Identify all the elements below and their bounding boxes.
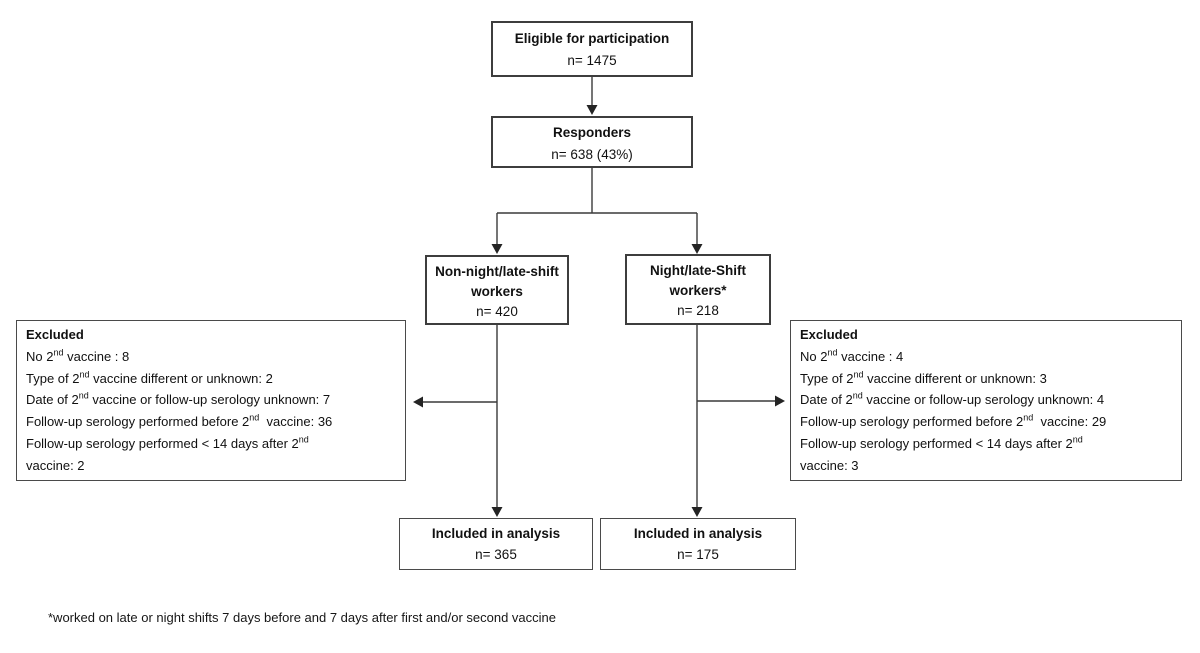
arrowhead-down-icon: [691, 507, 703, 517]
item-text: vaccine: 2: [26, 457, 85, 473]
item-text: vaccine different or unknown: 2: [89, 370, 273, 386]
item-text: vaccine different or unknown: 3: [863, 370, 1047, 386]
item-text: Type of 2: [800, 370, 854, 386]
node-included-left: Included in analysis n= 365: [399, 518, 593, 570]
excluded-right-item-2: Type of 2nd vaccine different or unknown…: [800, 368, 1172, 390]
node-night-shift-workers: Night/late-Shift workers* n= 218: [625, 254, 771, 325]
node-non-night-count: n= 420: [476, 304, 518, 319]
item-text: Follow-up serology performed < 14 days a…: [26, 435, 299, 451]
arrowhead-down-icon: [491, 244, 503, 254]
excluded-right-item-1: No 2nd vaccine : 4: [800, 346, 1172, 368]
superscript-ordinal: nd: [827, 347, 838, 358]
included-left-title: Included in analysis: [431, 526, 561, 541]
excluded-right-item-3: Date of 2nd vaccine or follow-up serolog…: [800, 389, 1172, 411]
item-text: vaccine or follow-up serology unknown: 7: [88, 392, 331, 408]
item-text: vaccine : 8: [63, 348, 130, 364]
item-text: Follow-up serology performed before 2: [800, 414, 1024, 430]
excluded-right-item-4: Follow-up serology performed before 2nd …: [800, 411, 1172, 433]
excluded-left-item-5: Follow-up serology performed < 14 days a…: [26, 433, 396, 455]
item-text: vaccine: 29: [1033, 414, 1107, 430]
included-left-count: n= 365: [475, 547, 517, 562]
excluded-right-item-5: Follow-up serology performed < 14 days a…: [800, 433, 1172, 455]
item-text: Type of 2: [26, 370, 80, 386]
arrowhead-right-icon: [775, 395, 785, 407]
item-text: No 2: [800, 348, 828, 364]
node-included-right: Included in analysis n= 175: [600, 518, 796, 570]
item-text: Follow-up serology performed < 14 days a…: [800, 435, 1073, 451]
node-responders-count: n= 638 (43%): [551, 147, 633, 162]
excluded-left-item-2: Type of 2nd vaccine different or unknown…: [26, 368, 396, 390]
superscript-ordinal: nd: [1072, 434, 1083, 445]
node-night-title: Night/late-Shift workers*: [650, 263, 746, 298]
superscript-ordinal: nd: [53, 347, 64, 358]
item-text: Date of 2: [800, 392, 853, 408]
excluded-right-title: Excluded: [800, 327, 858, 342]
superscript-ordinal: nd: [298, 434, 309, 445]
arrowhead-down-icon: [586, 105, 598, 115]
footnote: *worked on late or night shifts 7 days b…: [48, 610, 557, 625]
excluded-left-item-3: Date of 2nd vaccine or follow-up serolog…: [26, 389, 396, 411]
node-excluded-left: Excluded No 2nd vaccine : 8 Type of 2nd …: [16, 320, 406, 481]
item-text: vaccine or follow-up serology unknown: 4: [862, 392, 1105, 408]
node-eligible-title: Eligible for participation: [514, 31, 670, 46]
superscript-ordinal: nd: [249, 412, 260, 423]
superscript-ordinal: nd: [79, 369, 90, 380]
node-non-night-shift-workers: Non-night/late-shift workers n= 420: [425, 255, 569, 325]
arrowhead-down-icon: [491, 507, 503, 517]
item-text: vaccine: 36: [259, 414, 333, 430]
superscript-ordinal: nd: [1023, 412, 1034, 423]
item-text: vaccine : 4: [837, 348, 904, 364]
node-night-count: n= 218: [677, 303, 719, 318]
node-responders: Responders n= 638 (43%): [491, 116, 693, 168]
excluded-left-item-4: Follow-up serology performed before 2nd …: [26, 411, 396, 433]
node-eligible-count: n= 1475: [567, 53, 617, 68]
node-eligible: Eligible for participation n= 1475: [491, 21, 693, 77]
arrowhead-left-icon: [413, 396, 423, 408]
item-text: No 2: [26, 348, 54, 364]
excluded-left-item-5-wrap: vaccine: 2: [26, 455, 396, 477]
node-non-night-title: Non-night/late-shift workers: [435, 264, 559, 299]
superscript-ordinal: nd: [853, 369, 864, 380]
superscript-ordinal: nd: [78, 391, 89, 402]
excluded-left-title: Excluded: [26, 327, 84, 342]
node-responders-title: Responders: [552, 125, 632, 140]
item-text: Date of 2: [26, 392, 79, 408]
item-text: vaccine: 3: [800, 457, 859, 473]
item-text: Follow-up serology performed before 2: [26, 414, 250, 430]
included-right-count: n= 175: [677, 547, 719, 562]
superscript-ordinal: nd: [852, 391, 863, 402]
arrowhead-down-icon: [691, 244, 703, 254]
included-right-title: Included in analysis: [633, 526, 763, 541]
excluded-right-item-5-wrap: vaccine: 3: [800, 455, 1172, 477]
excluded-left-item-1: No 2nd vaccine : 8: [26, 346, 396, 368]
node-excluded-right: Excluded No 2nd vaccine : 4 Type of 2nd …: [790, 320, 1182, 481]
